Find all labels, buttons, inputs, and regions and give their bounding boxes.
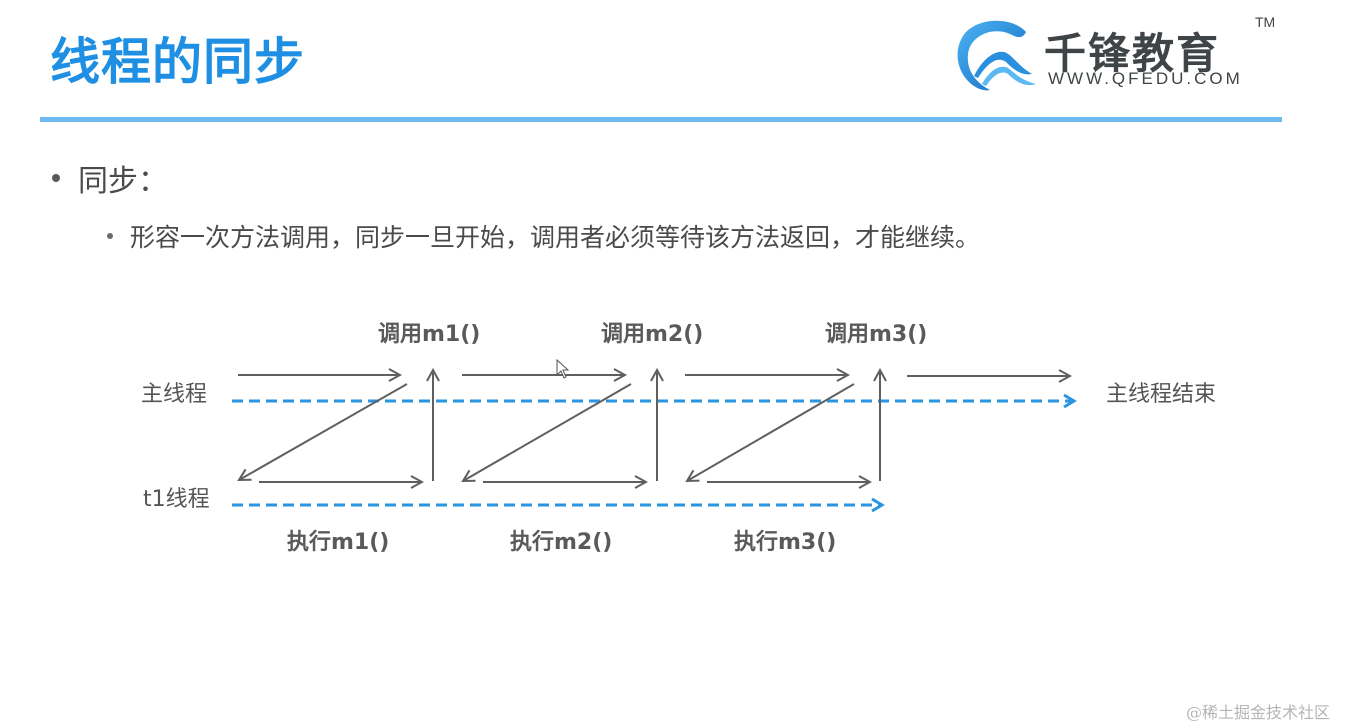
bullet-level2: 形容一次方法调用，同步一旦开始，调用者必须等待该方法返回，才能继续。 <box>107 218 980 254</box>
mouse-cursor-icon <box>556 359 570 379</box>
t1-thread-label: t1线程 <box>143 487 210 512</box>
call-label-m1: 调用m1() <box>378 322 481 347</box>
exec-label-m1: 执行m1() <box>287 530 390 555</box>
bullet-text: 同步： <box>78 164 168 199</box>
brand-url: WWW.QFEDU.COM <box>1048 69 1243 88</box>
call-arrow-m1 <box>239 383 408 480</box>
call-arrow-m3 <box>687 383 855 481</box>
call-label-m3: 调用m3() <box>825 322 928 347</box>
bullet-text: 形容一次方法调用，同步一旦开始，调用者必须等待该方法返回，才能继续。 <box>130 223 981 252</box>
call-arrow-m2 <box>463 383 632 481</box>
trademark-mark: TM <box>1255 14 1276 30</box>
bullet-level1: 同步： <box>52 156 168 200</box>
header-divider <box>40 117 1282 122</box>
brand-name: 千锋教育 <box>1044 29 1221 78</box>
bullet-dot-icon <box>107 233 113 239</box>
brand-logo: 千锋教育 WWW.QFEDU.COM TM <box>952 14 1282 94</box>
exec-label-m3: 执行m3() <box>734 530 837 555</box>
slide-title: 线程的同步 <box>50 33 305 91</box>
exec-label-m2: 执行m2() <box>510 530 613 555</box>
main-thread-end-label: 主线程结束 <box>1106 382 1217 407</box>
call-label-m2: 调用m2() <box>601 322 704 347</box>
main-thread-label: 主线程 <box>141 382 208 407</box>
watermark: @稀土掘金技术社区 <box>1186 703 1331 722</box>
qfedu-logo-icon <box>957 20 1036 91</box>
bullet-dot-icon <box>52 174 60 182</box>
